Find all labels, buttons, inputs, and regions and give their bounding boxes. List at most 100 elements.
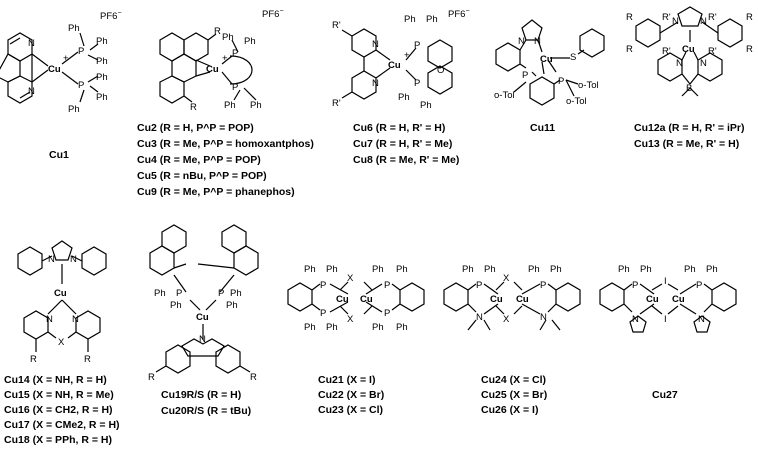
sub-rp-1: R' xyxy=(332,20,341,31)
ph-1: Ph xyxy=(462,264,474,275)
label-line: Cu17 (X = CMe2, R = H) xyxy=(4,419,120,431)
label-line: Cu2 (R = H, P^P = POP) xyxy=(137,122,254,134)
label-line: Cu20R/S (R = tBu) xyxy=(161,405,251,417)
ph-2: Ph xyxy=(170,300,182,311)
atom-cu-2: Cu xyxy=(360,294,373,305)
sub-r-4: R xyxy=(746,44,753,55)
atom-i-2: I xyxy=(664,314,667,325)
structure-cu14: N N Cu N N X R R Cu14 (X = NH, R = H) Cu… xyxy=(4,240,120,446)
atom-p-1: P xyxy=(176,288,182,299)
sub-rp-2: R' xyxy=(662,46,671,57)
atom-s: S xyxy=(570,52,576,63)
ph-4: Ph xyxy=(226,300,238,311)
structure-cu1: N N Cu + P P Ph Ph Ph Ph Ph Ph PF6− Cu1 xyxy=(0,10,122,161)
atom-n-2: N xyxy=(540,312,547,323)
label-line: Cu4 (R = Me, P^P = POP) xyxy=(137,154,261,166)
atom-cu: Cu xyxy=(206,64,219,75)
sub-rp-4: R' xyxy=(708,46,717,57)
atom-n-1: N xyxy=(48,254,55,265)
atom-cu-2: Cu xyxy=(672,294,685,305)
structure-cu2: R R Cu + P P Ph Ph Ph Ph PF6− Cu2 (R = H… xyxy=(137,8,314,198)
charge-plus: + xyxy=(404,50,410,61)
sub-r-1: R xyxy=(626,12,633,23)
atom-p-3: P xyxy=(384,280,390,291)
atom-p-2: P xyxy=(696,280,702,291)
atom-p-2: P xyxy=(232,82,238,93)
ph-2: Ph xyxy=(326,264,338,275)
atom-n-2: N xyxy=(700,16,707,27)
label-line: Cu16 (X = CH2, R = H) xyxy=(4,404,113,416)
counterion-pf6: PF6− xyxy=(100,10,122,22)
atom-n: N xyxy=(199,334,206,345)
structure-cu19: P P Ph Ph Ph Ph Cu N R R Cu19R/S (R = H)… xyxy=(148,224,259,417)
atom-x-1: X xyxy=(347,273,354,284)
label-line: Cu22 (X = Br) xyxy=(318,389,384,401)
atom-p-2: P xyxy=(218,288,224,299)
atom-p-1: P xyxy=(522,70,528,81)
ph-2: Ph xyxy=(244,36,256,47)
ph-6: Ph xyxy=(68,104,80,115)
sub-r-2: R xyxy=(190,102,197,113)
label-line: Cu19R/S (R = H) xyxy=(161,389,241,401)
ph-1: Ph xyxy=(618,264,630,275)
ph-4: Ph xyxy=(326,322,338,333)
atom-x: X xyxy=(58,337,65,348)
atom-cu: Cu xyxy=(54,288,67,299)
atom-p-4: P xyxy=(384,308,390,319)
atom-p-1: P xyxy=(476,280,482,291)
label-cu11: Cu11 xyxy=(530,122,555,134)
otol-2: o-Tol xyxy=(578,80,599,91)
atom-p-2: P xyxy=(540,280,546,291)
label-line: Cu21 (X = I) xyxy=(318,374,375,386)
atom-cu-1: Cu xyxy=(490,294,503,305)
ph-3: Ph xyxy=(528,264,540,275)
ph-1: Ph xyxy=(404,14,416,25)
atom-x-2: X xyxy=(347,314,354,325)
sub-r-1: R xyxy=(30,354,37,365)
label-line: Cu15 (X = NH, R = Me) xyxy=(4,389,114,401)
ph-5: Ph xyxy=(372,264,384,275)
atom-n-4: N xyxy=(700,58,707,69)
atom-n-2: N xyxy=(698,314,705,325)
ph-1: Ph xyxy=(68,23,80,34)
atom-n-1: N xyxy=(476,312,483,323)
label-line: Cu7 (R = H, R' = Me) xyxy=(353,138,452,150)
atom-n-1: N xyxy=(632,314,639,325)
atom-cu-1: Cu xyxy=(646,294,659,305)
label-line: Cu9 (R = Me, P^P = phanephos) xyxy=(137,186,295,198)
ph-4: Ph xyxy=(420,100,432,111)
ph-1: Ph xyxy=(154,288,166,299)
ph-6: Ph xyxy=(396,264,408,275)
atom-p-2: P xyxy=(414,78,420,89)
atom-p-1: P xyxy=(414,40,420,51)
atom-cu: Cu xyxy=(196,312,209,323)
structure-cu6: R' R' N N Cu + P P O Ph Ph Ph Ph PF6− Cu… xyxy=(332,8,470,166)
structure-cu11: N N Cu S P P o-Tol o-Tol o-Tol Cu11 xyxy=(494,19,605,134)
atom-p-2: P xyxy=(78,80,84,91)
ph-1: Ph xyxy=(222,32,234,43)
ph-3: Ph xyxy=(224,100,236,111)
atom-p-1: P xyxy=(78,46,84,57)
ph-4: Ph xyxy=(96,72,108,83)
atom-n-2: N xyxy=(28,86,35,97)
ph-4: Ph xyxy=(550,264,562,275)
ph-3: Ph xyxy=(230,288,242,299)
atom-n-2: N xyxy=(534,36,541,47)
atom-n-1: N xyxy=(672,16,679,27)
atom-cu: Cu xyxy=(540,54,553,65)
charge-plus: + xyxy=(222,53,228,64)
ph-1: Ph xyxy=(304,264,316,275)
ph-3: Ph xyxy=(304,322,316,333)
label-cu27: Cu27 xyxy=(652,389,678,401)
atom-cu: Cu xyxy=(682,44,695,55)
sub-r-1: R xyxy=(214,26,221,37)
otol-3: o-Tol xyxy=(566,96,587,107)
counterion-pf6: PF6− xyxy=(448,8,470,20)
atom-p-2: P xyxy=(558,76,564,87)
atom-p-1: P xyxy=(320,280,326,291)
ph-2: Ph xyxy=(426,14,438,25)
atom-n-1: N xyxy=(28,38,35,49)
label-line: Cu8 (R = Me, R' = Me) xyxy=(353,154,459,166)
atom-n-4: N xyxy=(72,314,79,325)
structure-cu21: P P P P X X Cu Cu Ph Ph Ph Ph Ph Ph Ph P… xyxy=(287,264,425,416)
